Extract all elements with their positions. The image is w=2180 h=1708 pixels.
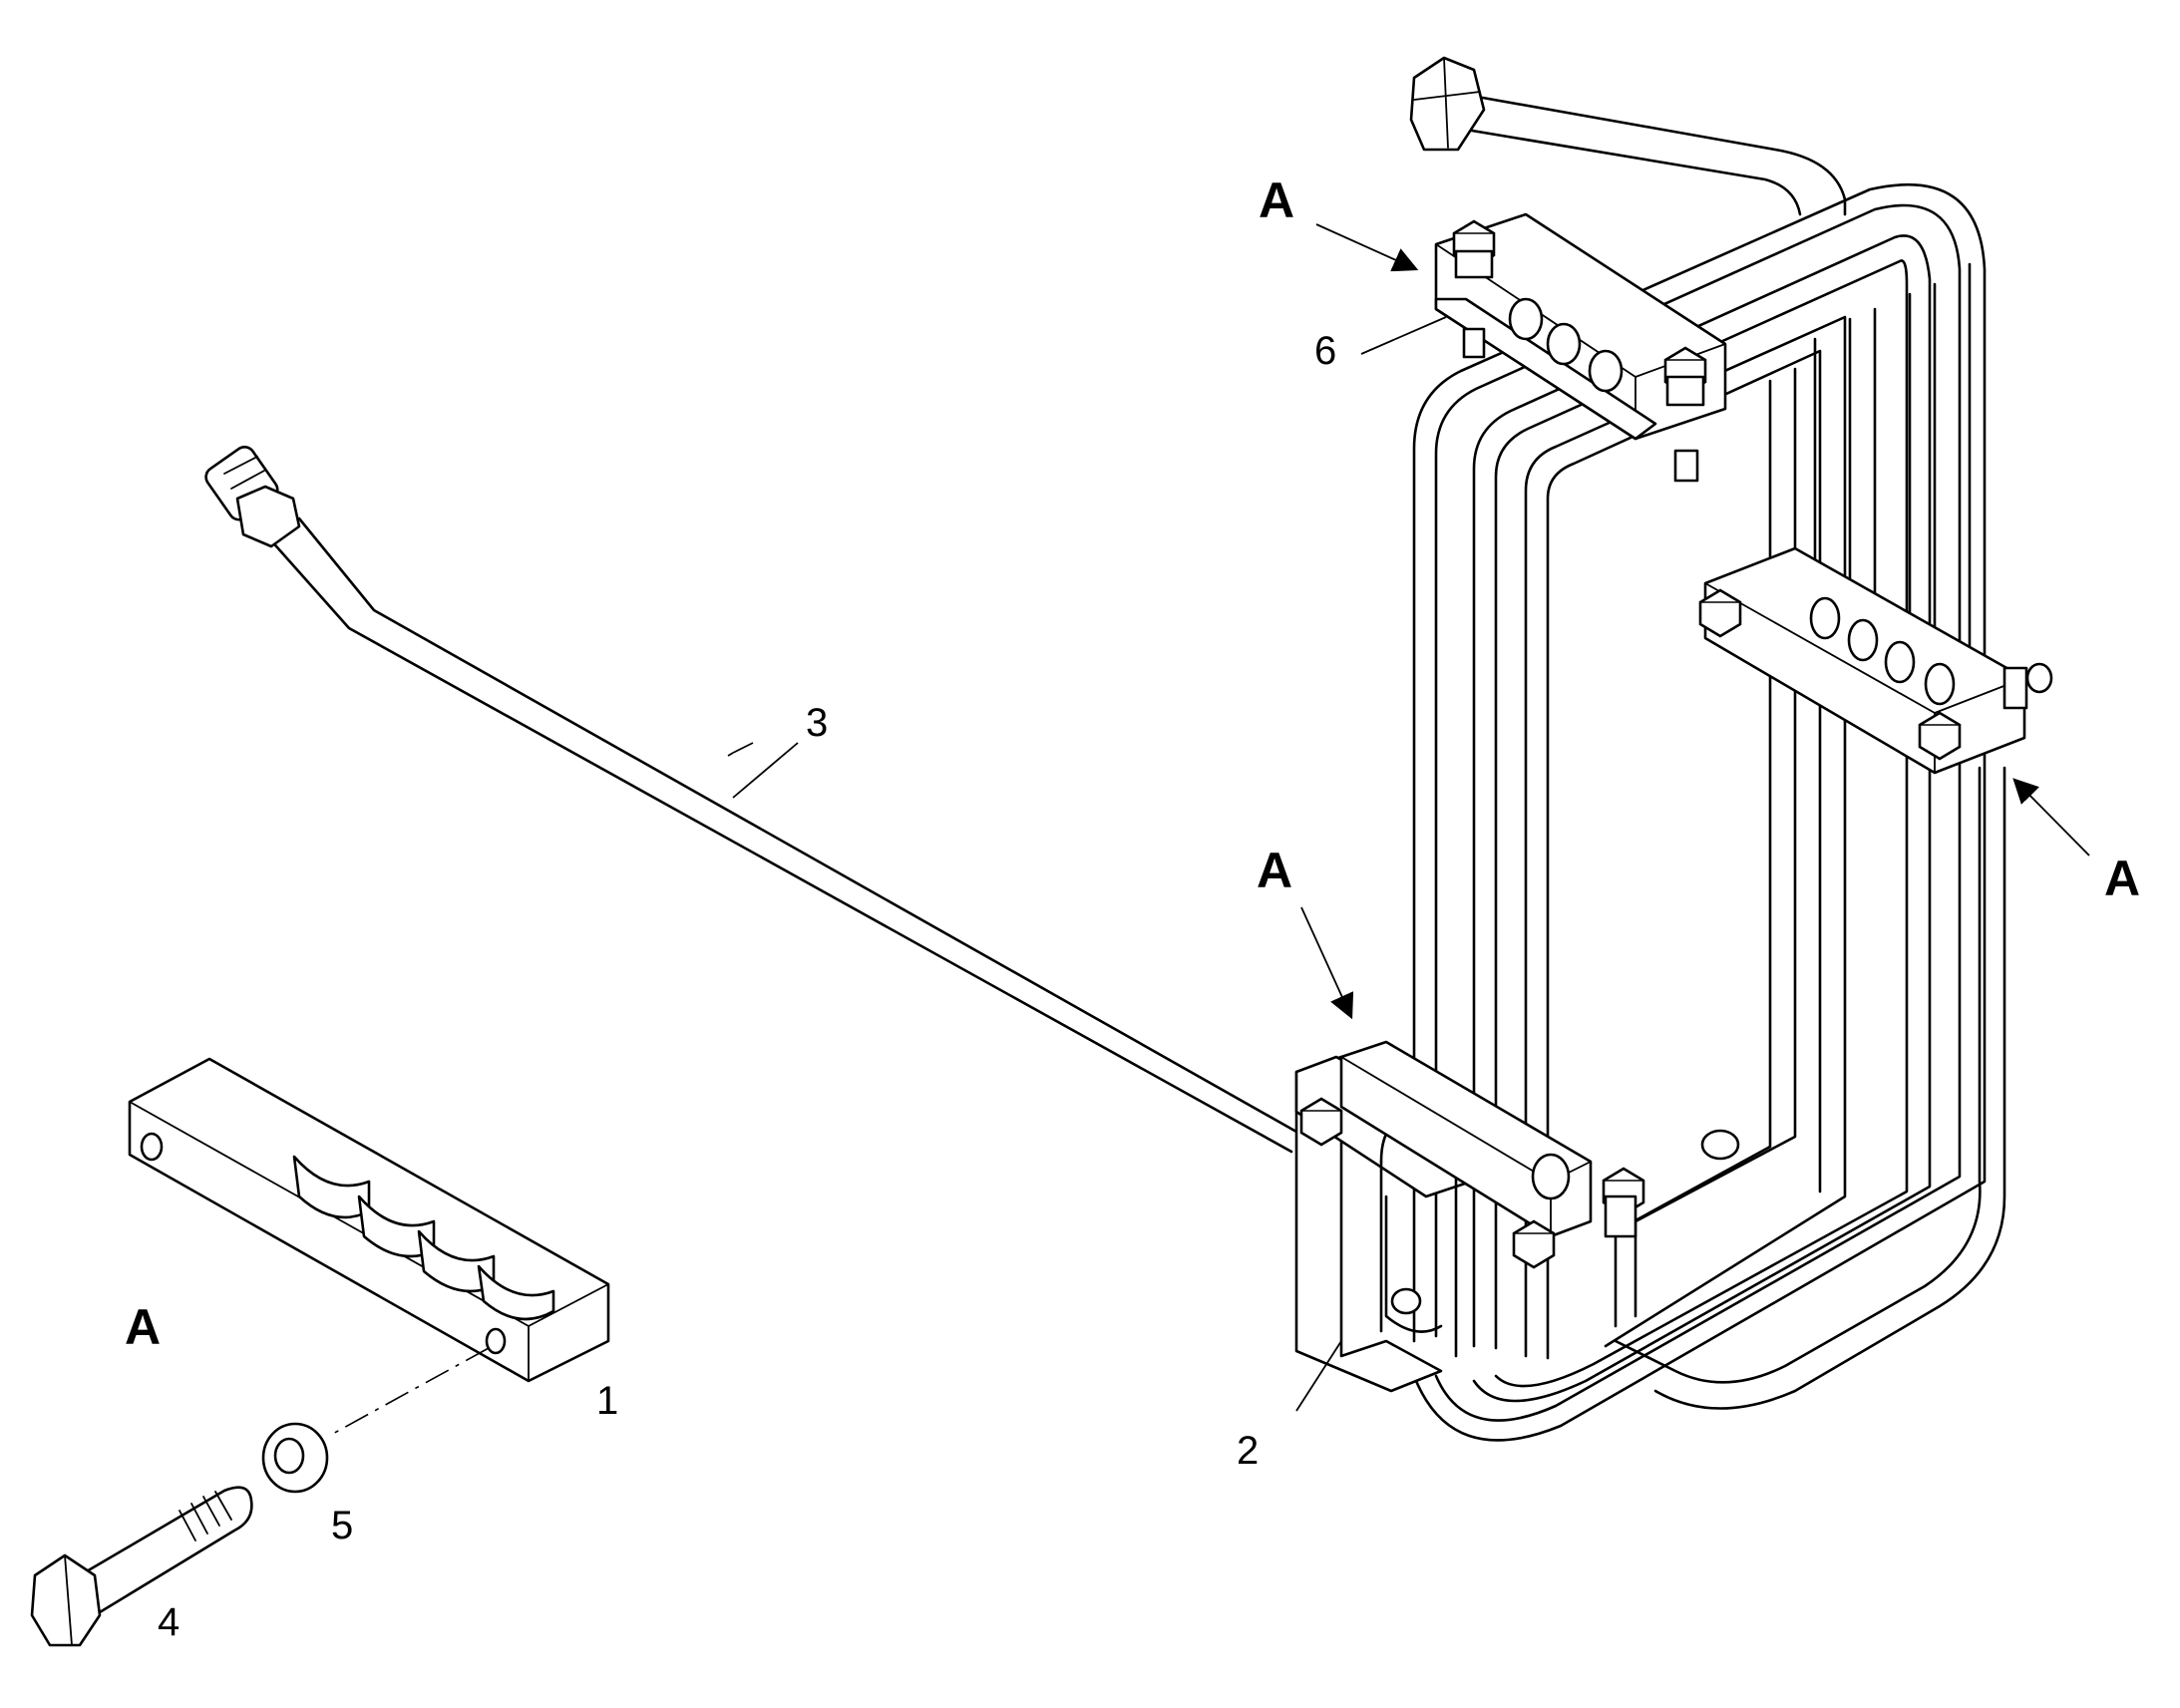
callout-part-2: 2 — [1237, 1429, 1259, 1473]
right-clamp — [1698, 546, 2053, 775]
assembly-center-line — [328, 1347, 490, 1437]
callout-part-3: 3 — [806, 701, 828, 745]
lower-bracket-part-2 — [1294, 1040, 1740, 1393]
callout-part-4: 4 — [158, 1600, 180, 1644]
bolt-part-4 — [30, 1486, 253, 1647]
callout-part-1: 1 — [596, 1379, 618, 1423]
view-a-label-top: A — [1259, 172, 1294, 228]
pipe-loops — [1412, 182, 2006, 1442]
callout-part-6: 6 — [1314, 329, 1336, 373]
view-a-label-middle: A — [1257, 843, 1292, 898]
pipe-part-3 — [204, 445, 1298, 1154]
top-pipe-with-nut — [1409, 56, 1847, 216]
view-arrows — [1300, 223, 2090, 1020]
view-a-label-detail: A — [125, 1299, 161, 1355]
washer-part-5 — [261, 1422, 329, 1494]
view-a-label-right: A — [2104, 851, 2140, 906]
clamp-block-part-1 — [128, 1057, 610, 1383]
callout-part-5: 5 — [331, 1504, 353, 1547]
upper-clamp-part-6 — [1434, 212, 1727, 483]
leader-lines — [727, 316, 1447, 1412]
